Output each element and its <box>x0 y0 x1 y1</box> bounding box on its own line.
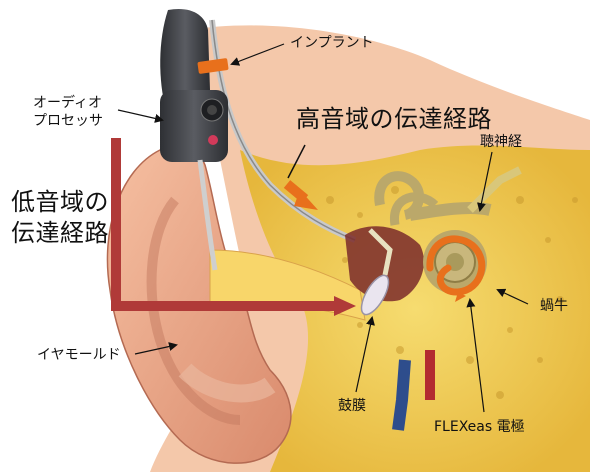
implant-label: インプラント <box>290 35 374 52</box>
low-frequency-path-label-line2: 伝達経路 <box>11 218 109 249</box>
electrode-label: FLEXeas 電極 <box>434 419 525 436</box>
low-frequency-path-label-line1: 低音域の <box>11 187 109 218</box>
eardrum-label: 鼓膜 <box>338 398 366 415</box>
auditory-nerve-label: 聴神経 <box>480 134 522 151</box>
cochlea-label: 蝸牛 <box>540 298 568 315</box>
processor-label-line2: プロセッサ <box>33 113 103 130</box>
high-frequency-path-label: 高音域の伝達経路 <box>296 104 492 135</box>
earmold-label: イヤモールド <box>37 347 121 364</box>
processor-label-line1: オーディオ <box>33 95 102 112</box>
